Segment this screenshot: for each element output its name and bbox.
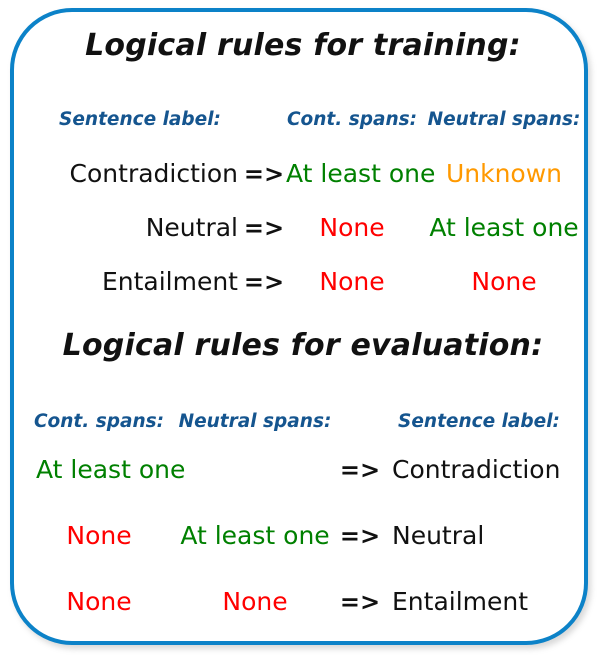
training-header-sentence-label: Sentence label:: [59, 109, 221, 130]
evaluation-row-sentence-label: Contradiction: [392, 455, 561, 484]
training-row-cont-spans: At least one: [286, 159, 436, 188]
rules-panel: Logical rules for training: Sentence lab…: [10, 8, 588, 645]
training-row-neutral-spans: At least one: [429, 213, 579, 242]
evaluation-row: None None => Entailment: [14, 582, 592, 622]
training-section-title: Logical rules for training:: [85, 28, 521, 63]
training-header-row: Sentence label: Cont. spans: Neutral spa…: [14, 100, 592, 140]
implication-arrow-icon: =>: [339, 522, 381, 550]
training-row-sentence-label: Contradiction: [69, 159, 238, 188]
training-header-neutral-spans: Neutral spans:: [427, 109, 581, 130]
evaluation-row-sentence-label: Entailment: [392, 587, 529, 616]
training-row: Neutral => None At least one: [14, 208, 592, 248]
training-row-neutral-spans: Unknown: [445, 159, 563, 188]
evaluation-header-row: Cont. spans: Neutral spans: Sentence lab…: [14, 402, 592, 442]
evaluation-row-cont-spans: None: [66, 521, 132, 550]
implication-arrow-icon: =>: [339, 588, 381, 616]
training-row-sentence-label: Neutral: [145, 213, 238, 242]
evaluation-row-sentence-label: Neutral: [392, 521, 485, 550]
evaluation-row: At least one => Contradiction: [14, 450, 592, 490]
evaluation-header-cont-spans: Cont. spans:: [33, 411, 165, 432]
evaluation-row-cont-spans: At least one: [36, 455, 186, 484]
training-row-neutral-spans: None: [471, 267, 537, 296]
evaluation-row-neutral-spans: None: [222, 587, 288, 616]
evaluation-row-cont-spans: None: [66, 587, 132, 616]
implication-arrow-icon: =>: [243, 268, 285, 296]
evaluation-header-sentence-label: Sentence label:: [398, 411, 560, 432]
training-row: Contradiction => At least one Unknown: [14, 154, 592, 194]
training-row-cont-spans: None: [319, 267, 385, 296]
rules-panel-content: Logical rules for training: Sentence lab…: [14, 12, 592, 649]
training-header-cont-spans: Cont. spans:: [286, 109, 418, 130]
implication-arrow-icon: =>: [339, 456, 381, 484]
evaluation-header-neutral-spans: Neutral spans:: [178, 411, 332, 432]
training-row-cont-spans: None: [319, 213, 385, 242]
implication-arrow-icon: =>: [243, 214, 285, 242]
training-row: Entailment => None None: [14, 262, 592, 302]
evaluation-row: None At least one => Neutral: [14, 516, 592, 556]
training-row-sentence-label: Entailment: [101, 267, 238, 296]
evaluation-row-neutral-spans: [174, 450, 336, 490]
evaluation-section-title: Logical rules for evaluation:: [62, 328, 544, 363]
implication-arrow-icon: =>: [243, 160, 285, 188]
evaluation-row-neutral-spans: At least one: [180, 521, 330, 550]
